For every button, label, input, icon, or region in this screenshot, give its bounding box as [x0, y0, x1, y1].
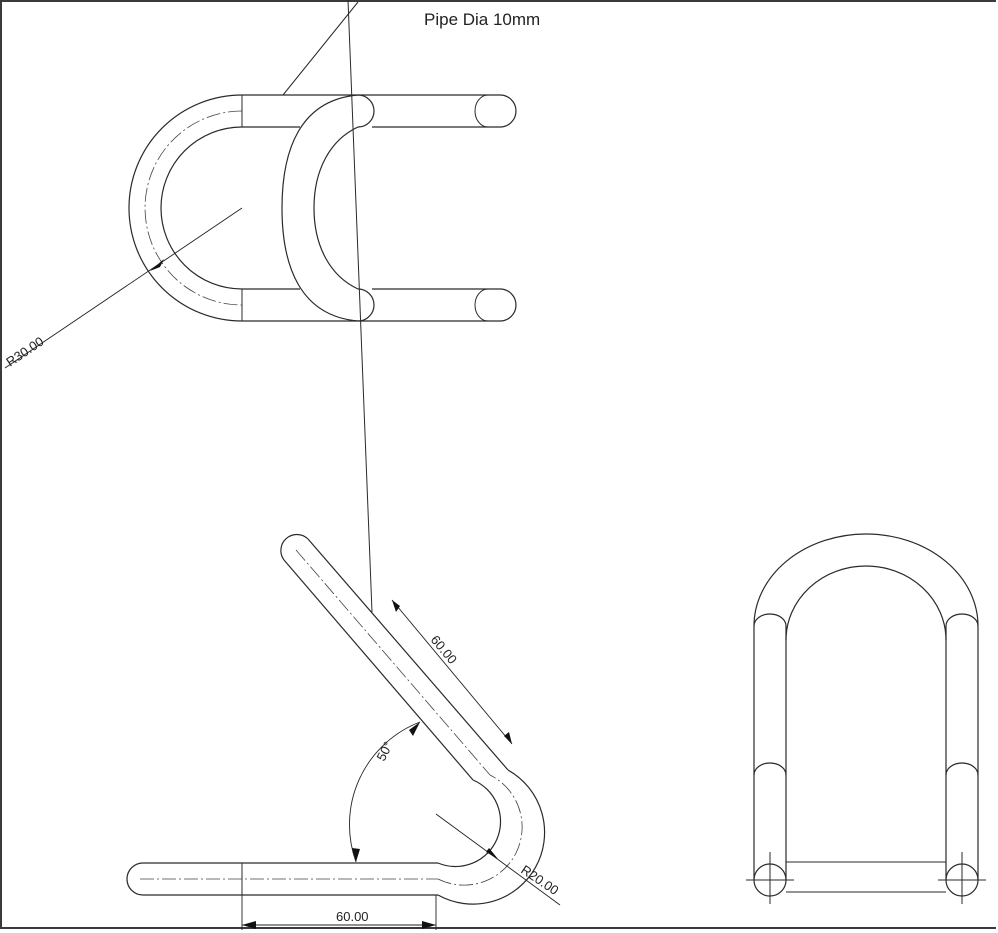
angle-label: 50°	[373, 739, 395, 763]
angle-arc	[349, 721, 421, 863]
arch-outer	[753, 533, 979, 627]
outer-bend-arc	[128, 94, 243, 322]
slanted-leg-end-cap	[280, 533, 309, 561]
arch-inner	[785, 565, 947, 641]
bend-outer-arc	[437, 769, 546, 905]
inner-bend-arc	[160, 126, 243, 290]
bend-radius-leader	[435, 813, 561, 906]
radius-arrow	[150, 259, 164, 271]
slanted-leg-outer-edge	[307, 538, 509, 771]
title-leader-line	[282, 1, 359, 96]
drawing-title: Pipe Dia 10mm	[424, 10, 540, 29]
crescent-outer	[281, 94, 359, 322]
bend-radius-label: R20.00	[518, 862, 561, 898]
side-view	[126, 0, 561, 930]
slanted-dim-line	[391, 599, 513, 745]
base-length-label: 60.00	[336, 909, 369, 924]
top-radius-label: R30.00	[3, 334, 46, 370]
slanted-centerline	[295, 549, 491, 776]
base-leg-end-cap	[126, 862, 144, 896]
front-view	[746, 533, 986, 904]
bend-centerline	[144, 110, 243, 306]
slanted-leg-inner-edge	[283, 559, 474, 781]
bottom-leg-end-cap	[499, 288, 517, 322]
top-view	[4, 1, 517, 369]
top-leg-end-cap	[499, 94, 517, 128]
radius-leader-line	[4, 207, 243, 369]
crescent-inner	[313, 126, 359, 290]
